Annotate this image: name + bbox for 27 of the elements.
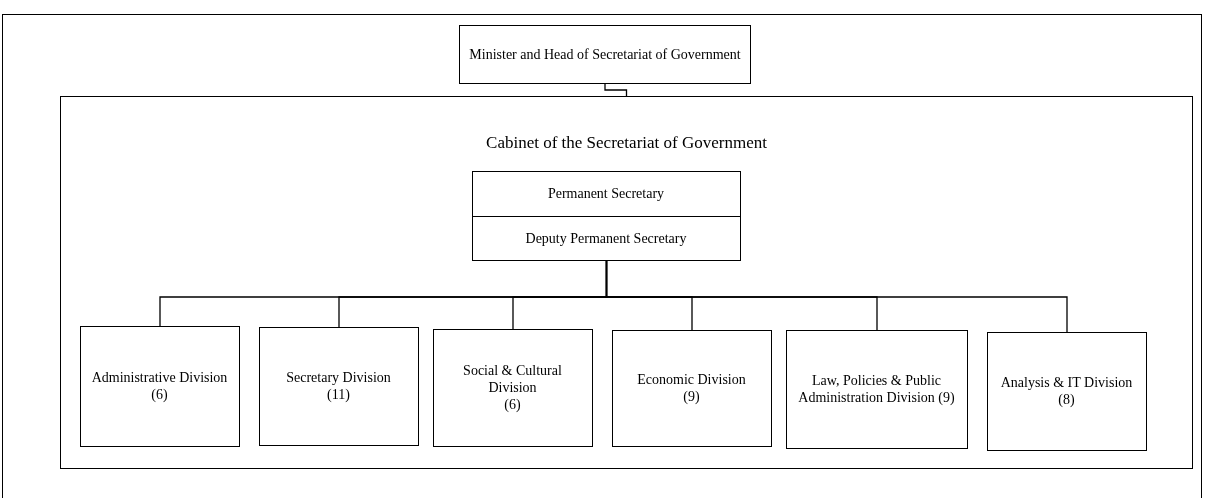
box-label: Administrative Division	[91, 369, 228, 386]
count-label: (6)	[151, 386, 168, 403]
org-box	[471, 215, 741, 261]
box-label: Deputy Permanent Secretary	[525, 229, 687, 247]
connector-line	[604, 83, 628, 97]
connector-line	[605, 260, 1068, 333]
division-box	[785, 329, 968, 449]
group-box	[60, 96, 1193, 469]
division-box	[611, 329, 772, 447]
box-label: Analysis & IT Division	[1000, 374, 1133, 391]
count-label: (6)	[504, 396, 521, 413]
division-box	[79, 325, 240, 447]
division-box	[258, 326, 419, 446]
box-label: Social & Cultural Division	[462, 362, 563, 396]
division-box	[986, 331, 1147, 451]
count-label: (11)	[327, 386, 350, 403]
box-label: Economic Division	[637, 371, 746, 388]
box-label: Secretary Division	[286, 369, 391, 386]
box-label: Minister and Head of Secretariat of Government	[469, 46, 741, 63]
count-label: (8)	[1058, 391, 1075, 408]
org-box	[459, 25, 751, 84]
box-label: Permanent Secretary	[547, 185, 665, 202]
org-box	[471, 170, 741, 217]
division-box	[432, 328, 593, 447]
box-label: Law, Policies & Public Administration Division (9)	[797, 372, 956, 406]
group-heading: Cabinet of the Secretariat of Government	[486, 134, 767, 151]
count-label: (9)	[683, 388, 700, 405]
